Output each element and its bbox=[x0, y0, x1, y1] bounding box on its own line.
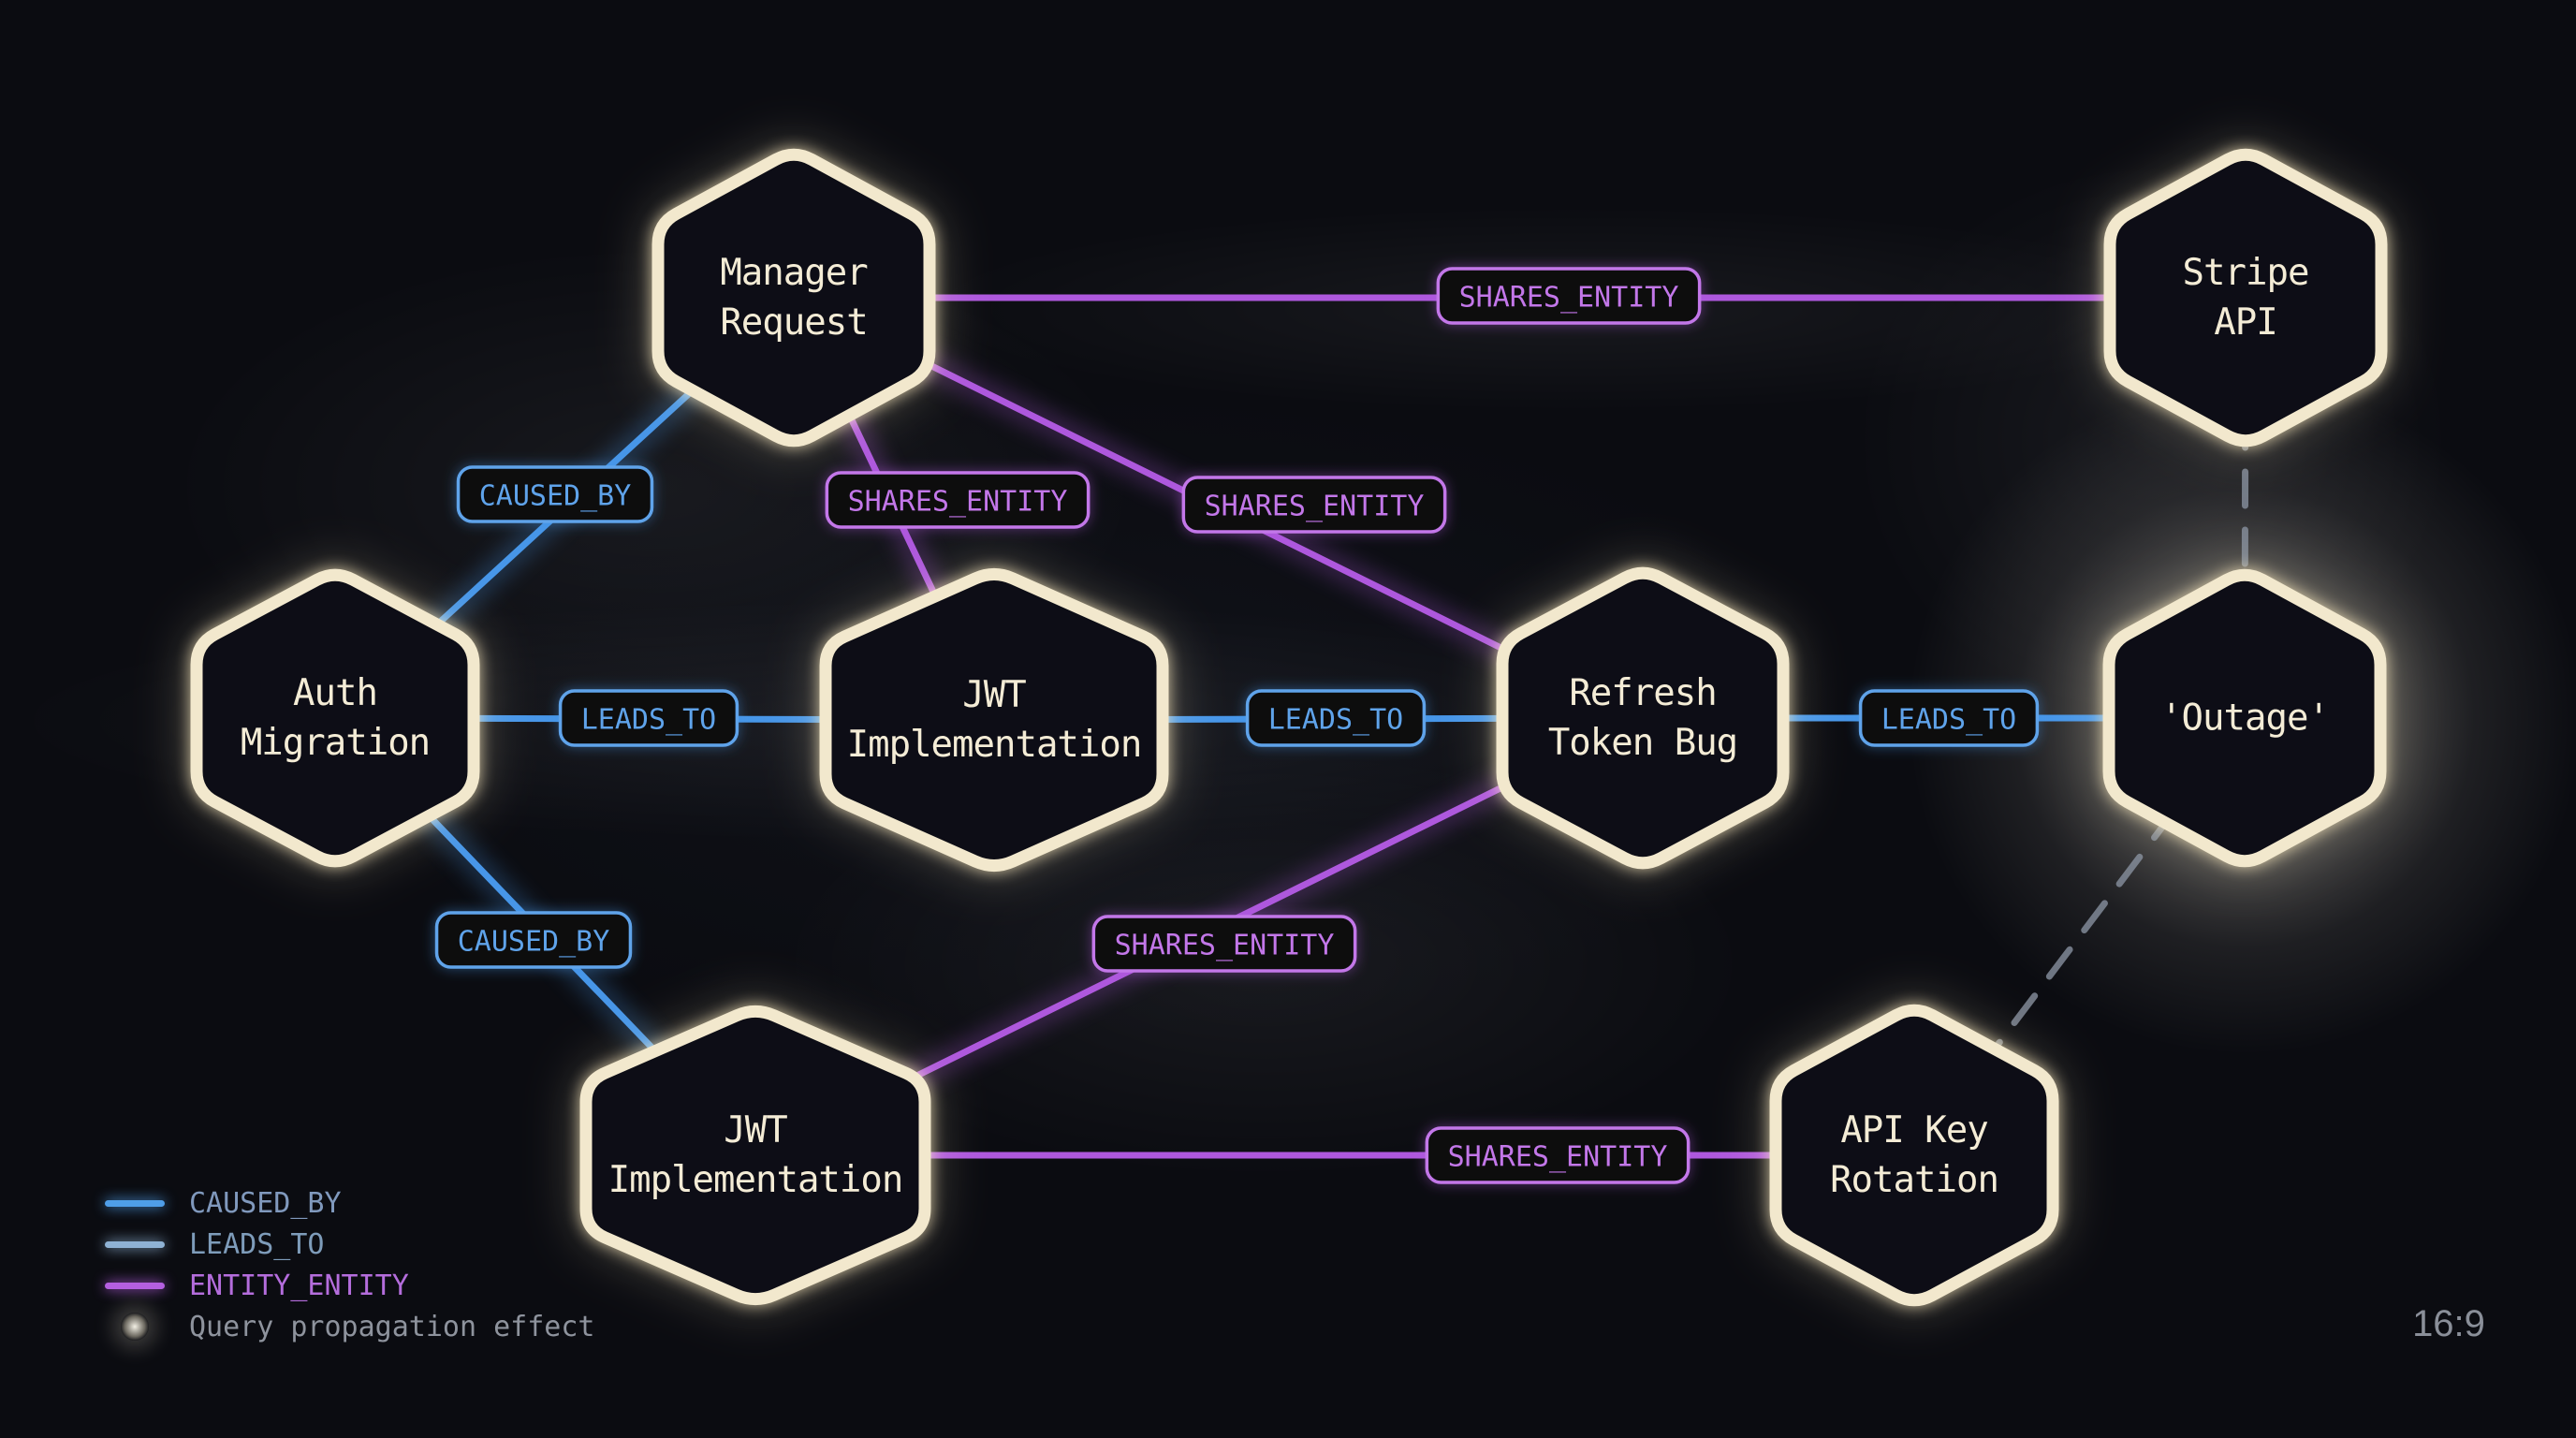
legend-item-query-propagation-effect: Query propagation effect bbox=[105, 1306, 594, 1347]
legend-label: LEADS_TO bbox=[189, 1227, 325, 1261]
hexagon-stripe_api bbox=[2103, 148, 2388, 448]
legend-line-swatch bbox=[105, 1282, 165, 1289]
hexagon-api_key_rotation bbox=[1769, 1004, 2059, 1307]
hexagon-jwt_implementation_bottom bbox=[579, 1005, 931, 1306]
edge-label-box bbox=[456, 465, 654, 523]
hexagon-jwt_implementation_center bbox=[819, 567, 1169, 873]
edge-label-shares_entity-jwt_implementation_bottom: SHARES_ENTITY bbox=[1425, 1126, 1690, 1184]
edge-label-text: SHARES_ENTITY bbox=[1115, 930, 1335, 962]
node-label-refresh_token_bug-line2: Token Bug bbox=[1548, 722, 1737, 764]
node-label-refresh_token_bug-line1: Refresh bbox=[1569, 672, 1716, 714]
edge-labels-layer: SHARES_ENTITY CAUSED_BY SHARES_ENTITY SHARE… bbox=[434, 267, 2040, 1184]
edge-label-text: SHARES_ENTITY bbox=[848, 486, 1068, 519]
edge-label-box bbox=[1858, 689, 2040, 747]
node-label-jwt_implementation_bottom-line2: Implementation bbox=[608, 1159, 903, 1201]
edge-label-shares_entity-refresh_token_bug: SHARES_ENTITY bbox=[1091, 915, 1357, 973]
edge-label-shares_entity-manager_request: SHARES_ENTITY bbox=[825, 471, 1090, 529]
glow-dot-icon bbox=[121, 1313, 149, 1341]
node-label-auth_migration-line1: Auth bbox=[293, 672, 377, 714]
edge-label-box bbox=[434, 911, 633, 969]
edge-label-box bbox=[1245, 689, 1427, 747]
aspect-ratio-label: 16:9 bbox=[2412, 1303, 2485, 1344]
legend-line-swatch bbox=[105, 1240, 165, 1248]
node-jwt_implementation_center[interactable]: JWT Implementation bbox=[819, 567, 1169, 873]
node-label-manager_request-line1: Manager bbox=[720, 252, 867, 294]
edge-label-box bbox=[1181, 476, 1447, 534]
edge-label-text: SHARES_ENTITY bbox=[1205, 491, 1425, 523]
legend-line-swatch bbox=[105, 1199, 165, 1207]
legend-label: CAUSED_BY bbox=[189, 1186, 342, 1220]
hexagon-refresh_token_bug bbox=[1496, 566, 1790, 870]
edge-label-text: LEADS_TO bbox=[1881, 704, 2017, 737]
legend-item-leads-to: LEADS_TO bbox=[105, 1224, 594, 1265]
node-label-stripe_api-line1: Stripe bbox=[2183, 252, 2309, 294]
edge-label-text: LEADS_TO bbox=[581, 704, 717, 737]
legend: CAUSED_BY LEADS_TO ENTITY_ENTITY Query prop… bbox=[105, 1182, 594, 1347]
node-outage[interactable]: 'Outage' bbox=[2102, 568, 2387, 868]
edge-label-text: CAUSED_BY bbox=[479, 480, 632, 513]
edge-label-box bbox=[558, 689, 739, 747]
edge-label-leads_to-refresh_token_bug: LEADS_TO bbox=[1858, 689, 2040, 747]
edge-label-leads_to-jwt_implementation_center: LEADS_TO bbox=[1245, 689, 1427, 747]
edge-label-shares_entity-manager_request: SHARES_ENTITY bbox=[1436, 267, 1702, 325]
node-label-jwt_implementation_center-line1: JWT bbox=[962, 674, 1026, 716]
hexagon-outage bbox=[2102, 568, 2387, 868]
edge-label-text: SHARES_ENTITY bbox=[1448, 1141, 1668, 1174]
node-label-jwt_implementation_center-line2: Implementation bbox=[847, 724, 1142, 766]
hexagon-manager_request bbox=[651, 148, 936, 448]
node-label-api_key_rotation-line2: Rotation bbox=[1830, 1159, 1998, 1201]
nodes-layer: ManagerRequestStripeAPIAuthMigrationJWTI… bbox=[190, 148, 2388, 1307]
edge-label-text: CAUSED_BY bbox=[458, 926, 610, 959]
edge-label-box bbox=[1436, 267, 1702, 325]
edge-label-box bbox=[1425, 1126, 1690, 1184]
legend-item-caused-by: CAUSED_BY bbox=[105, 1182, 594, 1224]
hexagon-auth_migration bbox=[190, 568, 480, 868]
legend-label: Query propagation effect bbox=[189, 1310, 595, 1343]
edge-label-text: LEADS_TO bbox=[1268, 704, 1404, 737]
node-label-auth_migration-line2: Migration bbox=[241, 722, 430, 764]
edge-label-box bbox=[825, 471, 1090, 529]
edge-label-shares_entity-manager_request: SHARES_ENTITY bbox=[1181, 476, 1447, 534]
legend-item-entity-entity: ENTITY_ENTITY bbox=[105, 1265, 594, 1306]
node-label-api_key_rotation-line1: API Key bbox=[1840, 1109, 1987, 1152]
node-label-jwt_implementation_bottom-line1: JWT bbox=[724, 1109, 787, 1152]
legend-label: ENTITY_ENTITY bbox=[189, 1269, 409, 1302]
node-label-outage-line1: 'Outage' bbox=[2160, 697, 2329, 740]
node-jwt_implementation_bottom[interactable]: JWT Implementation bbox=[579, 1005, 931, 1306]
edge-label-text: SHARES_ENTITY bbox=[1459, 282, 1679, 315]
node-label-stripe_api-line2: API bbox=[2214, 301, 2276, 344]
edge-label-leads_to-auth_migration: LEADS_TO bbox=[558, 689, 739, 747]
edge-label-caused_by-auth_migration: CAUSED_BY bbox=[434, 911, 633, 969]
edge-label-box bbox=[1091, 915, 1357, 973]
node-label-manager_request-line2: Request bbox=[720, 301, 867, 344]
edge-label-caused_by-manager_request: CAUSED_BY bbox=[456, 465, 654, 523]
